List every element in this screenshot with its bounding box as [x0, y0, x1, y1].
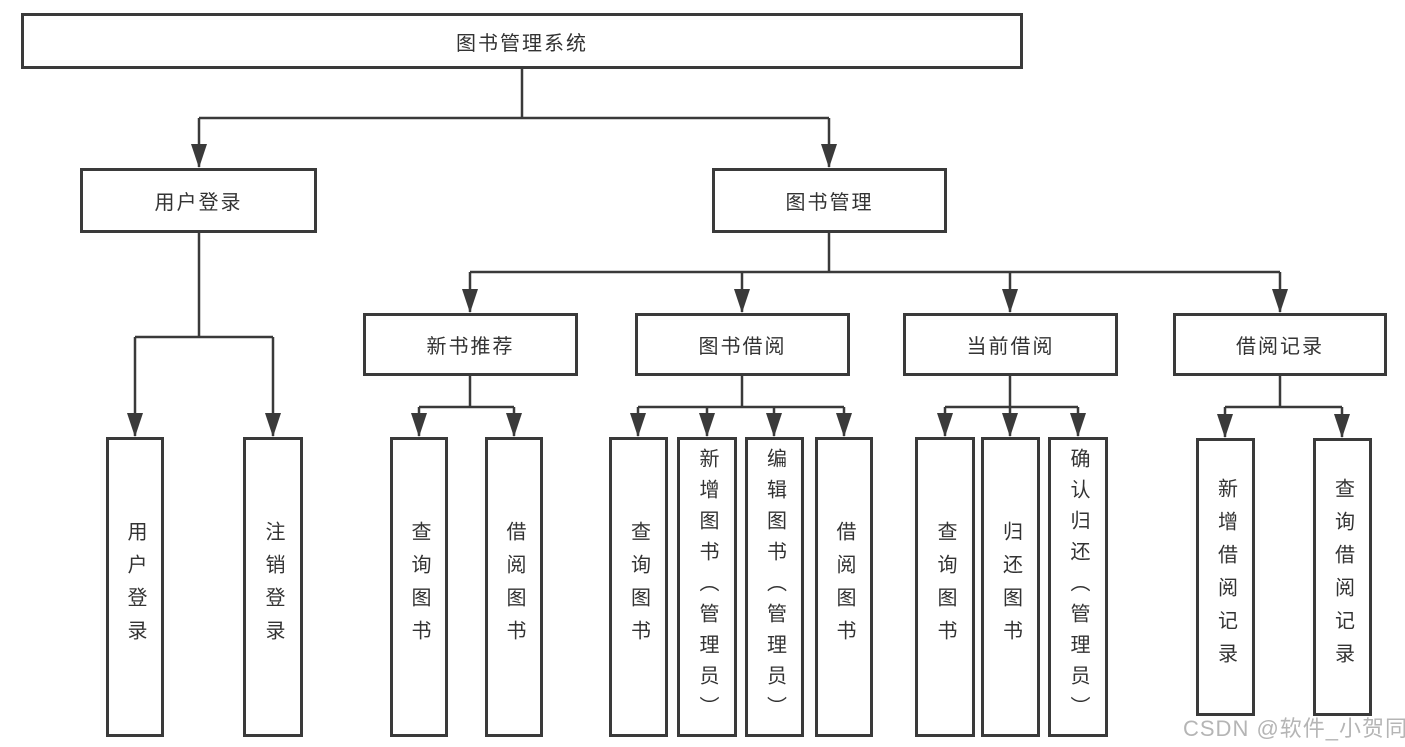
leaf-current-query-books-label: 查询图书: [934, 521, 956, 653]
leaf-current-query-books: 查询图书: [915, 437, 975, 737]
node-book-borrow: 图书借阅: [635, 313, 850, 376]
leaf-borrow-add-books-admin-label: 新增图书（管理员）: [696, 447, 718, 727]
leaf-borrow-query-books: 查询图书: [609, 437, 668, 737]
leaf-records-query-record: 查询借阅记录: [1313, 438, 1372, 716]
leaf-borrow-query-books-label: 查询图书: [627, 521, 650, 653]
leaf-records-add-record-label: 新增借阅记录: [1214, 478, 1237, 676]
leaf-borrow-edit-books-admin-label: 编辑图书（管理员）: [763, 447, 786, 727]
leaf-current-confirm-return-admin: 确认归还（管理员）: [1048, 437, 1108, 737]
leaf-current-return-books: 归还图书: [981, 437, 1040, 737]
leaf-borrow-edit-books-admin: 编辑图书（管理员）: [745, 437, 804, 737]
node-new-book-recommend: 新书推荐: [363, 313, 578, 376]
node-user-login: 用户登录: [80, 168, 317, 233]
leaf-current-confirm-return-admin-label: 确认归还（管理员）: [1067, 447, 1089, 727]
leaf-borrow-borrow-books: 借阅图书: [815, 437, 873, 737]
leaf-borrow-borrow-books-label: 借阅图书: [833, 521, 855, 653]
csdn-watermark: CSDN @软件_小贺同学: [1183, 716, 1405, 741]
leaf-logout-label: 注销登录: [262, 521, 284, 653]
leaf-user-login: 用户登录: [106, 437, 164, 737]
leaf-borrow-add-books-admin: 新增图书（管理员）: [677, 437, 737, 737]
leaf-records-add-record: 新增借阅记录: [1196, 438, 1255, 716]
node-root-library-system: 图书管理系统: [21, 13, 1023, 69]
leaf-current-return-books-label: 归还图书: [999, 521, 1022, 653]
node-book-management: 图书管理: [712, 168, 947, 233]
leaf-newbook-borrow-books-label: 借阅图书: [503, 521, 525, 653]
leaf-newbook-query-books-label: 查询图书: [408, 521, 430, 653]
leaf-newbook-query-books: 查询图书: [390, 437, 448, 737]
node-current-borrow: 当前借阅: [903, 313, 1118, 376]
node-borrow-records: 借阅记录: [1173, 313, 1387, 376]
leaf-user-login-label: 用户登录: [124, 521, 146, 653]
leaf-records-query-record-label: 查询借阅记录: [1331, 478, 1354, 676]
leaf-newbook-borrow-books: 借阅图书: [485, 437, 543, 737]
leaf-logout: 注销登录: [243, 437, 303, 737]
